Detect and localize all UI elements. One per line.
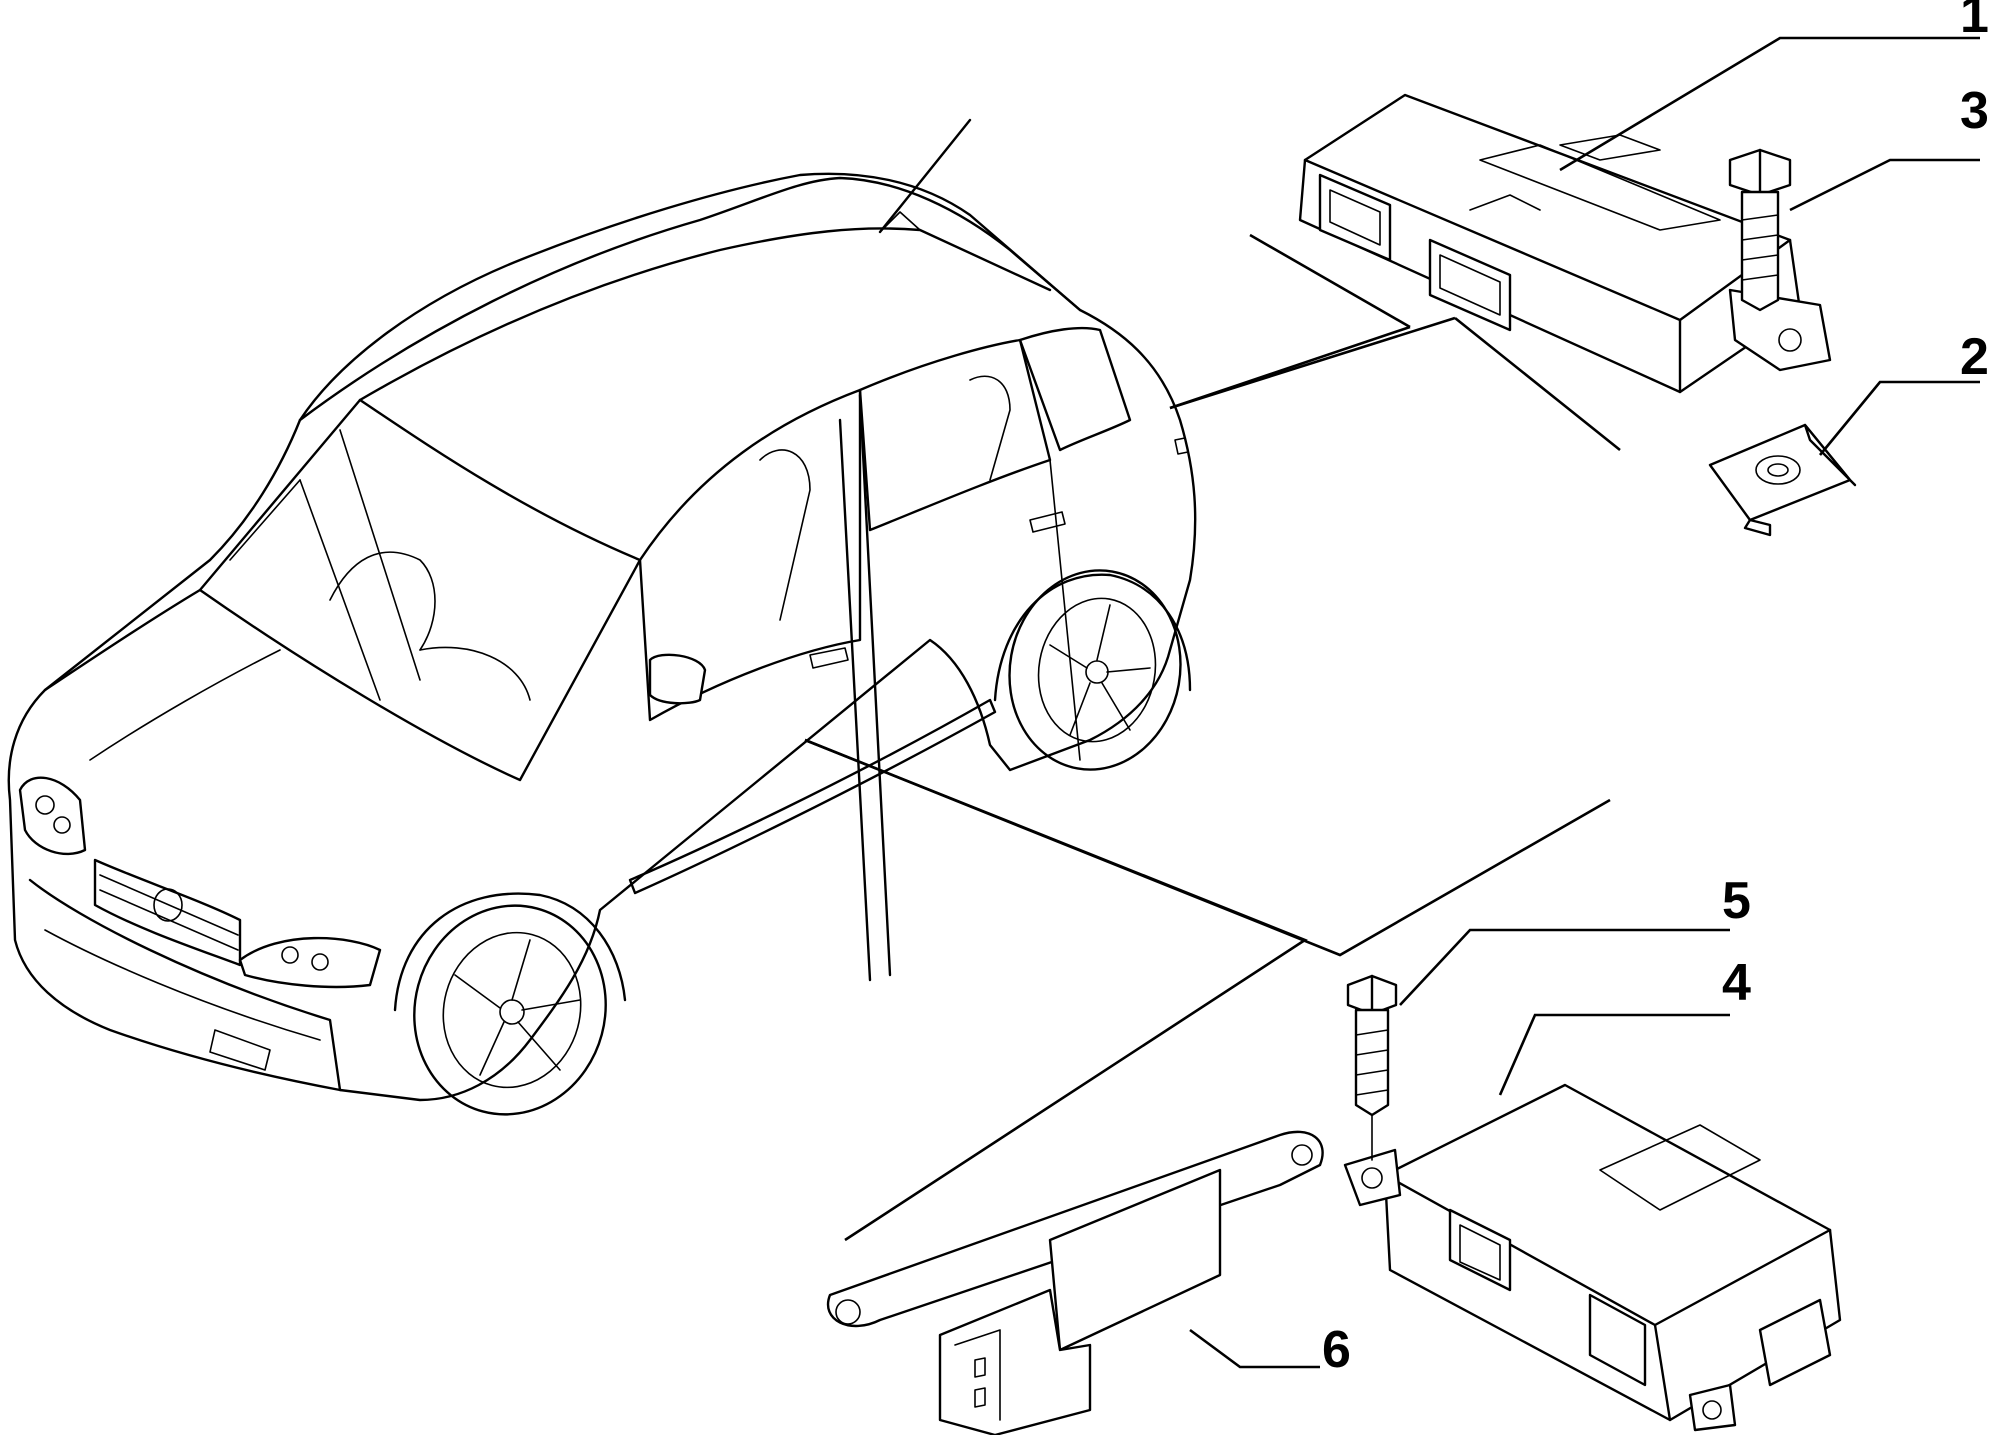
bolt-lower [1346,974,1398,1161]
bolt-upper [1728,148,1792,312]
clip-nut [1708,423,1857,537]
rear-wheel [1008,569,1182,771]
car-illustration [7,118,1197,1116]
front-wheel [413,904,607,1116]
callout-4: 4 [1722,954,1751,1012]
callout-3: 3 [1960,82,1989,140]
callouts: 1 3 2 5 4 6 [1189,0,1989,1379]
leader-lines [804,233,1621,1242]
body-computer-module [1298,93,1832,394]
callout-1: 1 [1960,0,1989,44]
side-sensor-bracket [826,1130,1324,1435]
callout-5: 5 [1722,872,1751,930]
airbag-control-unit [1343,1083,1842,1432]
callout-6: 6 [1322,1321,1351,1379]
callout-2: 2 [1960,328,1989,386]
